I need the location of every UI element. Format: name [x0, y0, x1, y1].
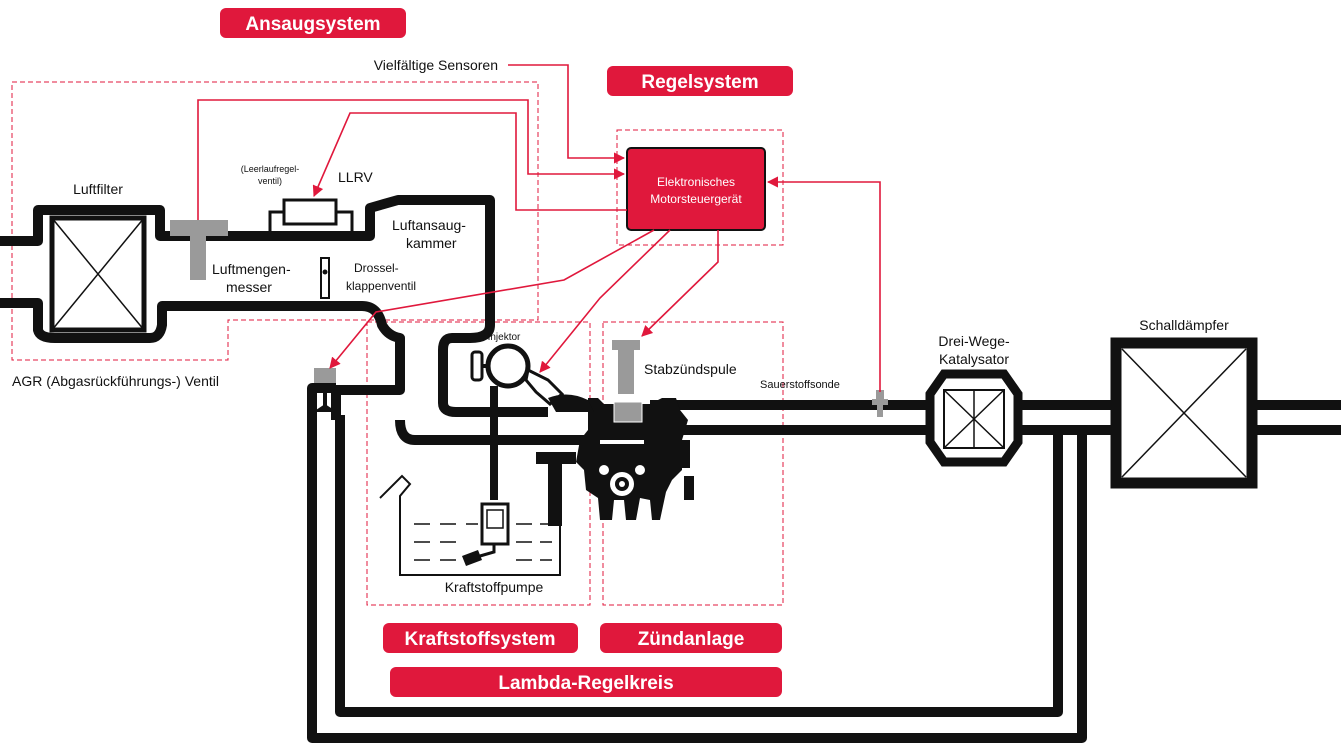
label-injector: Injektor	[488, 332, 521, 343]
badge-control-text: Regelsystem	[641, 72, 758, 93]
catalyst	[925, 369, 1023, 467]
label-catalyst-2: Katalysator	[939, 351, 1009, 367]
label-o2-sensor: Sauerstoffsonde	[760, 379, 840, 391]
ecu-to-injector-arrow	[539, 229, 671, 373]
ecu-label-line1: Elektronisches	[657, 175, 735, 189]
label-muffler: Schalldämpfer	[1139, 317, 1229, 333]
signal-lines	[197, 64, 881, 392]
ecu	[626, 147, 766, 231]
label-intake-chamber-1: Luftansaug-	[392, 217, 466, 233]
label-fuel-pump: Kraftstoffpumpe	[445, 579, 544, 595]
ecu-to-coil-arrow	[641, 230, 719, 337]
badge-ignition	[600, 623, 782, 653]
section-badges	[220, 8, 793, 697]
airflow-meter-sensor	[170, 220, 228, 280]
label-airflow-meter-1: Luftmengen-	[212, 261, 291, 277]
intake-system-boundary	[11, 81, 539, 361]
runner-upper	[438, 324, 548, 417]
muffler	[1110, 337, 1258, 489]
engine-block	[536, 398, 694, 526]
fuel-tank	[379, 386, 561, 576]
egr-loop-inner	[335, 415, 1063, 717]
egr-valve	[313, 368, 337, 412]
label-coil: Stabzündspule	[644, 361, 737, 377]
label-llrv-note-1: (Leerlaufregel-	[241, 164, 300, 174]
badge-fuel-text: Kraftstoffsystem	[405, 629, 556, 650]
badge-lambda-text: Lambda-Regelkreis	[498, 673, 673, 694]
intake-duct-lower	[0, 298, 405, 420]
badge-fuel	[383, 623, 578, 653]
label-intake-chamber-2: kammer	[406, 235, 457, 251]
exhaust-pipes	[307, 383, 1341, 743]
airflow-signal-arrow	[197, 99, 626, 220]
label-catalyst-1: Drei-Wege-	[938, 333, 1010, 349]
o2-sensor-to-ecu-arrow	[766, 176, 881, 392]
label-llrv: LLRV	[338, 169, 373, 185]
control-system-boundary	[616, 129, 784, 246]
sensors-to-ecu-arrow	[508, 64, 626, 164]
ecu-to-llrv-arrow	[312, 112, 627, 211]
intake-duct-upper	[0, 195, 495, 325]
throttle-valve	[320, 257, 330, 299]
llrv-valve	[268, 198, 354, 236]
badge-control	[607, 66, 793, 96]
injector	[470, 343, 594, 412]
badge-ignition-text: Zündanlage	[638, 629, 745, 650]
label-egr: AGR (Abgasrückführungs-) Ventil	[12, 373, 219, 389]
egr-loop-outer	[307, 383, 1087, 743]
label-airflow-meter-2: messer	[226, 279, 272, 295]
badge-intake-text: Ansaugsystem	[245, 14, 380, 35]
ignition-coil	[612, 340, 640, 394]
oxygen-sensor	[872, 390, 888, 417]
intake-pipes	[0, 195, 590, 445]
ecu-label-line2: Motorsteuergerät	[650, 192, 742, 206]
runner-lower	[395, 419, 590, 445]
air-filter	[49, 215, 147, 333]
label-llrv-note-2: ventil)	[258, 176, 282, 186]
badge-intake	[220, 8, 406, 38]
label-throttle-2: klappenventil	[346, 279, 416, 293]
badge-lambda	[390, 667, 782, 697]
ecu-to-egr-arrow	[329, 229, 655, 369]
label-sensors: Vielfältige Sensoren	[374, 57, 498, 73]
label-throttle-1: Drossel-	[354, 261, 399, 275]
label-air-filter: Luftfilter	[73, 181, 123, 197]
